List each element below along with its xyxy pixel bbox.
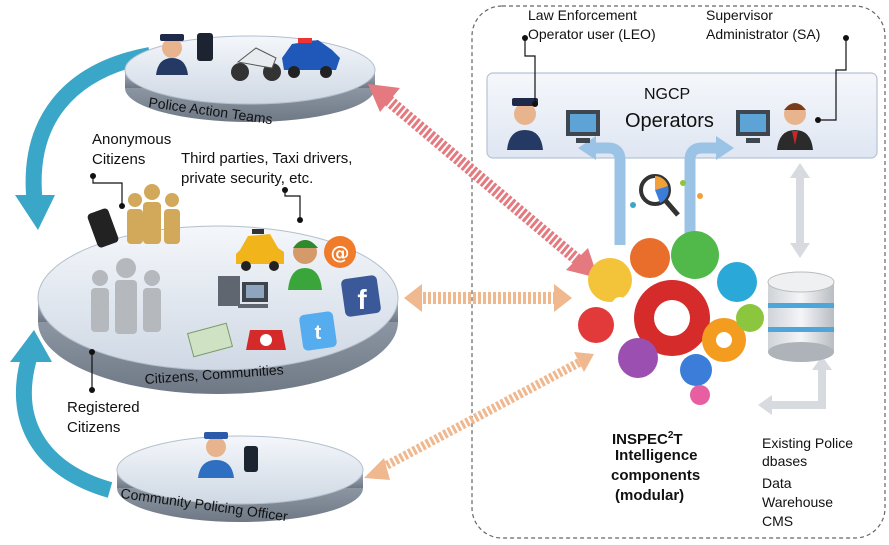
inspect-title-suffix: T — [673, 431, 683, 448]
phone-icon — [197, 33, 213, 61]
cycle-arrow-top — [25, 47, 152, 206]
monitor-icon — [736, 110, 770, 143]
inspect-line-3: (modular) — [615, 487, 685, 504]
label-registered-citizens-1: Registered — [67, 399, 140, 416]
document-icon — [186, 322, 234, 358]
telephone-icon — [246, 330, 286, 350]
monitor-icon — [566, 110, 600, 143]
twitter-icon: t — [299, 311, 337, 351]
police-car-icon — [282, 38, 340, 78]
arrows-database — [758, 163, 832, 415]
at-sign-icon: @ — [324, 236, 356, 268]
label-registered-citizens-2: Citizens — [67, 419, 121, 436]
svg-text:@: @ — [331, 242, 350, 264]
database-icon — [767, 271, 835, 362]
operators-title-2: Operators — [625, 110, 714, 132]
inspect-title-sup: 2 — [667, 430, 674, 441]
platform-community-policing — [116, 435, 364, 522]
label-sa-2: Administrator (SA) — [706, 26, 821, 42]
db-label-4: Warehouse — [762, 494, 834, 510]
police-officer-icon — [507, 98, 543, 150]
db-label-1: Existing Police — [762, 435, 854, 451]
svg-text:t: t — [315, 322, 322, 344]
taxi-icon — [236, 229, 284, 271]
police-officer-icon — [198, 432, 234, 478]
arrow-officer-brain — [364, 352, 594, 480]
callout-lines — [91, 38, 847, 390]
arrow-police-brain — [368, 84, 598, 278]
inspect-title: INSPEC2T — [612, 427, 683, 449]
label-leo-1: Law Enforcement — [528, 7, 637, 23]
businessman-icon — [777, 103, 813, 150]
inspect-line-1: Intelligence — [615, 447, 698, 464]
label-third-parties-1: Third parties, Taxi drivers, — [181, 150, 353, 167]
label-sa-1: Supervisor — [706, 7, 773, 23]
label-anonymous-citizens-1: Anonymous — [92, 131, 172, 148]
db-label-5: CMS — [762, 513, 794, 529]
operators-title-1: NGCP — [644, 86, 691, 103]
gears-brain-icon — [574, 231, 770, 405]
person-icon — [127, 184, 180, 244]
facebook-icon: f — [341, 275, 381, 317]
inspect-title-prefix: INSPEC — [612, 431, 668, 448]
db-label-3: Data — [762, 475, 792, 491]
cycle-arrow-bottom — [15, 352, 113, 498]
motorcycle-icon — [231, 47, 281, 81]
phone-icon — [244, 446, 258, 472]
police-officer-icon — [156, 34, 188, 75]
db-label-2: dbases — [762, 453, 808, 469]
person-icon — [288, 240, 322, 290]
computer-icon — [218, 276, 268, 308]
label-third-parties-2: private security, etc. — [181, 170, 314, 187]
label-leo-2: Operator user (LEO) — [528, 26, 656, 42]
arrows-operators-brain — [578, 136, 734, 245]
label-anonymous-citizens-2: Citizens — [92, 151, 146, 168]
phone-icon — [87, 208, 119, 248]
svg-text:f: f — [357, 284, 367, 315]
person-icon — [91, 258, 161, 334]
inspect-line-2: components — [611, 467, 701, 484]
arrow-citizens-brain — [404, 284, 572, 312]
chart-magnifier-icon — [630, 174, 703, 217]
operators-box — [486, 72, 878, 159]
intelligence-panel — [471, 5, 886, 539]
